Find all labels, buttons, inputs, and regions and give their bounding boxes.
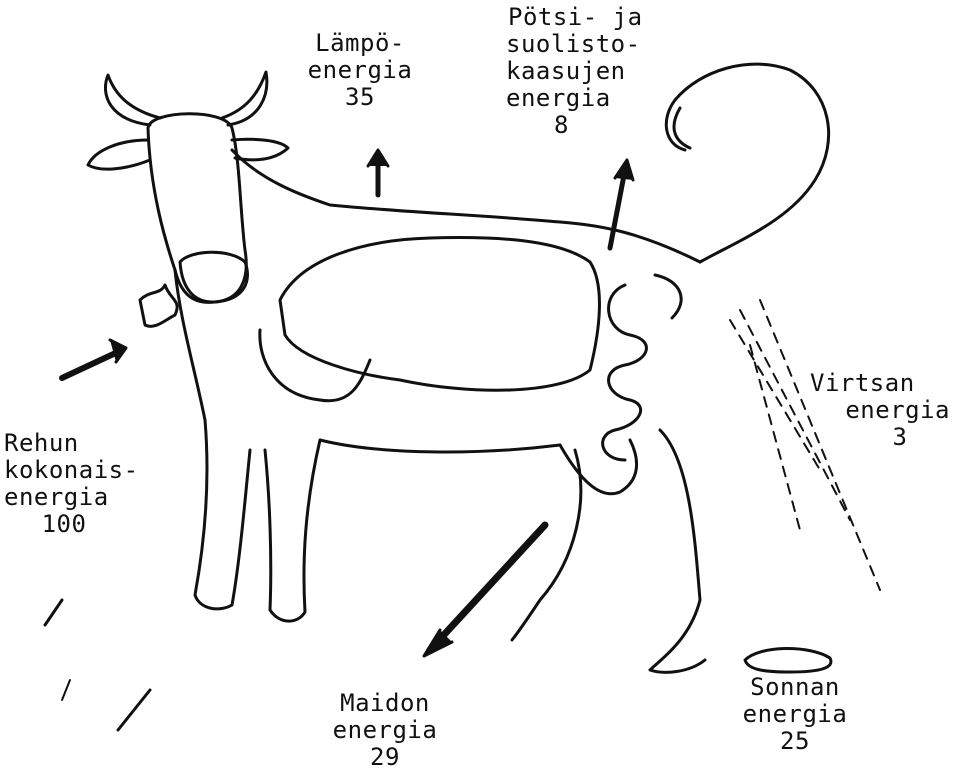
urine-energy-value: 3 <box>810 424 950 451</box>
milk-energy-line1: Maidon <box>315 690 455 717</box>
feed-energy-line1: Rehun <box>4 430 124 457</box>
intestines <box>603 275 682 460</box>
right-horn <box>222 72 267 125</box>
heat-energy-label: Lämpö- energia 35 <box>305 30 415 111</box>
manure-energy-line2: energia <box>725 701 865 728</box>
methane-energy-line1: Pötsi- ja <box>506 4 666 31</box>
heat-energy-value: 35 <box>305 84 415 111</box>
hind-leg <box>650 430 705 672</box>
udder <box>560 440 637 494</box>
methane-energy-line3: kaasujen <box>506 58 666 85</box>
urine-energy-line2: energia <box>810 397 950 424</box>
urine-energy-label: Virtsan energia 3 <box>810 370 950 451</box>
methane-energy-line2: suolisto- <box>506 31 666 58</box>
rumen <box>280 238 599 391</box>
cow-belly <box>320 440 560 452</box>
milk-energy-line2: energia <box>315 717 455 744</box>
tail-tip <box>674 108 690 148</box>
feed-tuft <box>140 285 177 326</box>
feed-energy-line3: energia <box>4 484 124 511</box>
muzzle <box>180 252 247 302</box>
tail <box>666 64 828 262</box>
heat-energy-line2: energia <box>305 57 415 84</box>
milk-energy-value: 29 <box>315 744 455 771</box>
feed-energy-value: 100 <box>4 511 124 538</box>
methane-energy-value: 8 <box>506 112 666 139</box>
cow-head <box>148 114 246 303</box>
milk-arrow <box>424 525 545 656</box>
left-ear <box>88 140 150 169</box>
manure-energy-line1: Sonnan <box>725 674 865 701</box>
manure-energy-label: Sonnan energia 25 <box>725 674 865 755</box>
front-leg <box>195 420 250 609</box>
left-horn <box>105 75 160 125</box>
front-leg-2 <box>265 440 320 621</box>
feed-arrow <box>62 340 126 378</box>
manure-energy-value: 25 <box>725 728 865 755</box>
feed-energy-label: Rehun kokonais- energia 100 <box>4 430 124 538</box>
heat-arrow <box>368 150 388 195</box>
heat-energy-line1: Lämpö- <box>305 30 415 57</box>
methane-energy-line4: energia <box>506 85 666 112</box>
methane-energy-label: Pötsi- ja suolisto- kaasujen energia 8 <box>506 4 666 139</box>
feed-energy-line2: kokonais- <box>4 457 124 484</box>
udder-inner <box>260 330 370 401</box>
urine-energy-line1: Virtsan <box>810 370 950 397</box>
manure-pile <box>745 648 831 672</box>
milk-energy-label: Maidon energia 29 <box>315 690 455 771</box>
